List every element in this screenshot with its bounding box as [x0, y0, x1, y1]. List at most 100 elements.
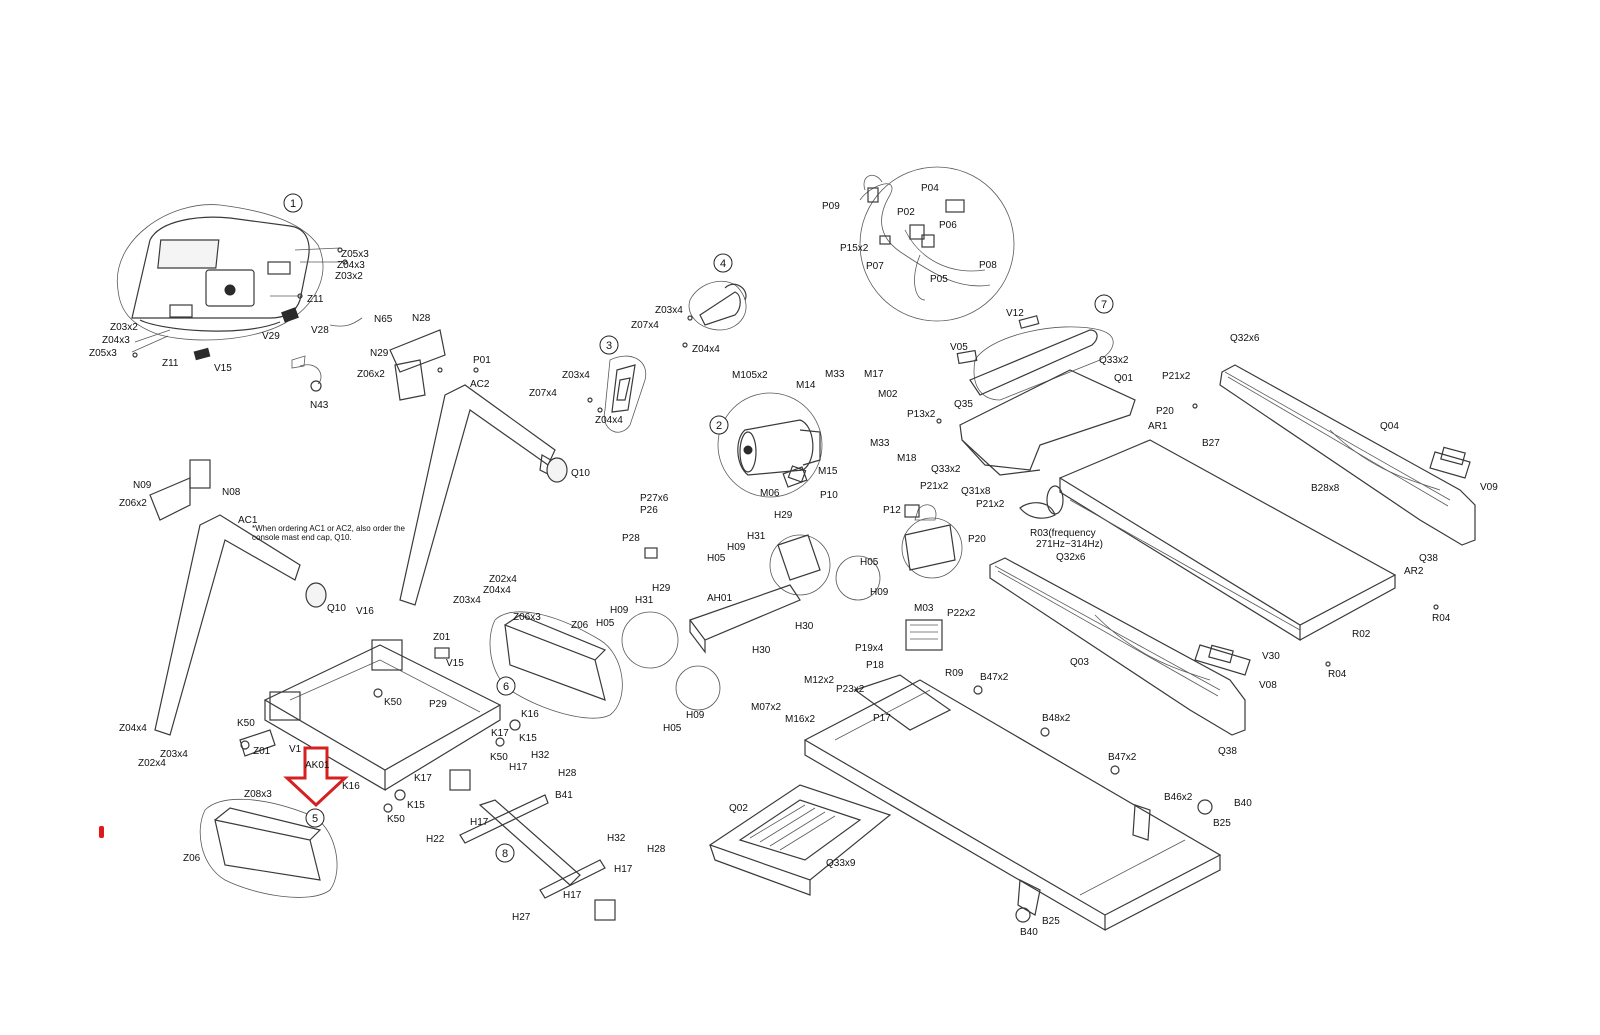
part-labels: Z05x3 Z04x3 Z03x2 Z11 N65 V28 V29 Z03x2 … — [89, 183, 1498, 938]
part-label-v09: V09 — [1480, 482, 1498, 493]
part-label-b47x2-b: B47x2 — [1108, 752, 1137, 763]
part-label-h09-d: H09 — [686, 710, 705, 721]
part-label-k15-a: K15 — [519, 733, 537, 744]
part-label-h09-c: H09 — [610, 605, 629, 616]
part-label-z02x4-a: Z02x4 — [489, 574, 517, 585]
part-label-m105x2: M105x2 — [732, 370, 768, 381]
part-label-h05-b: H05 — [860, 557, 879, 568]
part-label-p13x2: P13x2 — [907, 409, 936, 420]
part-label-r02: R02 — [1352, 629, 1371, 640]
part-label-q33x9: Q33x9 — [826, 858, 856, 869]
part-label-p18: P18 — [866, 660, 884, 671]
part-label-r04-b: R04 — [1328, 669, 1347, 680]
part-label-k16-b: K16 — [342, 781, 360, 792]
part-label-m06: M06 — [760, 488, 780, 499]
upright-frame — [149, 329, 568, 736]
part-label-p22x2: P22x2 — [947, 608, 976, 619]
part-label-p01: P01 — [473, 355, 491, 366]
part-label-h22: H22 — [426, 834, 445, 845]
part-label-m17: M17 — [864, 369, 884, 380]
part-label-h28-b: H28 — [647, 844, 666, 855]
part-label-b47x2-a: B47x2 — [980, 672, 1009, 683]
part-label-z03x2-b: Z03x2 — [110, 322, 138, 333]
callout-6: 6 — [496, 676, 516, 696]
part-label-n29: N29 — [370, 348, 389, 359]
part-label-m33-a: M33 — [825, 369, 845, 380]
console-assembly — [116, 204, 363, 392]
part-label-z04x4-d: Z04x4 — [692, 344, 720, 355]
part-label-p09: P09 — [822, 201, 840, 212]
part-label-z04x3-b: Z04x3 — [102, 335, 130, 346]
part-label-b46x2: B46x2 — [1164, 792, 1193, 803]
part-label-q10-a: Q10 — [571, 468, 590, 479]
callout-4: 4 — [713, 253, 733, 273]
part-label-p20-b: P20 — [1156, 406, 1174, 417]
part-label-q35: Q35 — [954, 399, 973, 410]
side-rails — [989, 364, 1476, 736]
incline-arms — [449, 769, 616, 921]
part-label-z07x4-a: Z07x4 — [529, 388, 557, 399]
part-label-p27x6: P27x6 — [640, 493, 669, 504]
part-label-q04: Q04 — [1380, 421, 1399, 432]
callout-numbers: 1 2 3 4 5 6 7 8 — [283, 193, 1114, 863]
callout-3: 3 — [599, 335, 619, 355]
part-label-z07x4-b: Z07x4 — [631, 320, 659, 331]
part-label-p02: P02 — [897, 207, 915, 218]
callout-number: 3 — [606, 340, 612, 352]
part-label-b40-a: B40 — [1234, 798, 1252, 809]
part-label-z03x4-b: Z03x4 — [160, 749, 188, 760]
part-label-q03: Q03 — [1070, 657, 1089, 668]
part-label-h32-a: H32 — [531, 750, 550, 761]
part-label-v15-a: V15 — [214, 363, 232, 374]
highlight-arrow — [283, 746, 349, 808]
part-label-h27: H27 — [512, 912, 531, 923]
part-label-k50-c: K50 — [490, 752, 508, 763]
incline-frame — [621, 517, 963, 711]
part-label-v1: V1 — [289, 744, 302, 755]
part-label-z03x4-a: Z03x4 — [453, 595, 481, 606]
part-label-m02: M02 — [878, 389, 898, 400]
part-label-k17-a: K17 — [491, 728, 509, 739]
side-covers — [199, 611, 623, 898]
running-deck — [1019, 439, 1397, 642]
part-label-ah01: AH01 — [707, 593, 732, 604]
part-label-r04-a: R04 — [1432, 613, 1451, 624]
part-label-b27: B27 — [1202, 438, 1220, 449]
part-label-h31-b: H31 — [635, 595, 654, 606]
part-label-m07x2: M07x2 — [751, 702, 781, 713]
part-label-h31-a: H31 — [747, 531, 766, 542]
part-label-z06: Z06 — [183, 853, 201, 864]
part-label-m03: M03 — [914, 603, 934, 614]
part-label-q10-b: Q10 — [327, 603, 346, 614]
part-label-z04x4-a: Z04x4 — [483, 585, 511, 596]
part-label-p21x2-a: P21x2 — [920, 481, 949, 492]
part-label-p21x2-c: P21x2 — [1162, 371, 1191, 382]
part-label-note2: console mast end cap, Q10. — [252, 533, 352, 542]
part-label-h17-c: H17 — [614, 864, 633, 875]
part-label-z08x3: Z08x3 — [244, 789, 272, 800]
part-label-h29-a: H29 — [774, 510, 793, 521]
fasteners — [132, 247, 1466, 923]
callout-number: 6 — [503, 681, 509, 693]
part-label-n08: N08 — [222, 487, 241, 498]
part-label-b48x2: B48x2 — [1042, 713, 1071, 724]
part-label-z05x3-b: Z05x3 — [89, 348, 117, 359]
part-label-h30-b: H30 — [752, 645, 771, 656]
callout-5: 5 — [305, 808, 325, 828]
part-label-b28x8: B28x8 — [1311, 483, 1340, 494]
part-label-n28: N28 — [412, 313, 431, 324]
part-label-p23x2: P23x2 — [836, 684, 865, 695]
part-label-h32-b: H32 — [607, 833, 626, 844]
part-label-k50-c: K50 — [387, 814, 405, 825]
part-label-z03x4-d: Z03x4 — [655, 305, 683, 316]
part-label-p28: P28 — [622, 533, 640, 544]
part-label-n65: N65 — [374, 314, 393, 325]
part-label-z06-b: Z06 — [571, 620, 589, 631]
part-label-z04x4-c: Z04x4 — [595, 415, 623, 426]
part-label-k50-a: K50 — [237, 718, 255, 729]
part-label-h30-a: H30 — [795, 621, 814, 632]
part-label-p08: P08 — [979, 260, 997, 271]
part-label-v30: V30 — [1262, 651, 1280, 662]
part-label-z01-a: Z01 — [433, 632, 451, 643]
